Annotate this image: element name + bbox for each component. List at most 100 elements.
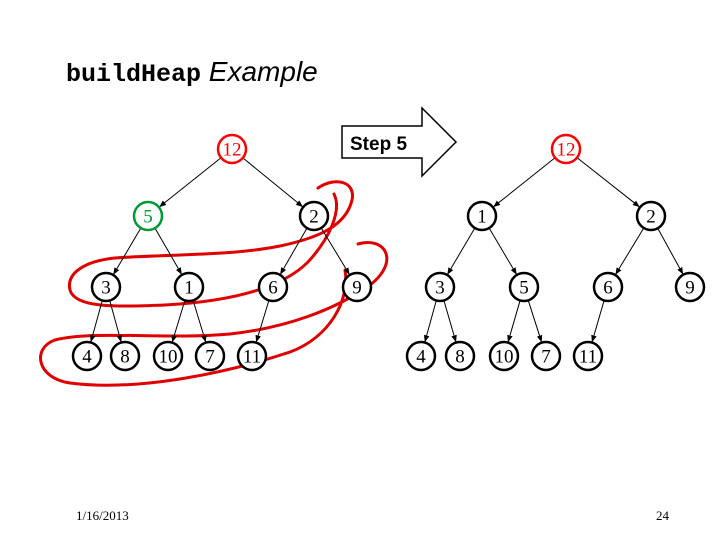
node-circle <box>71 340 103 372</box>
tree-after-node: 5 <box>508 271 540 303</box>
node-label: 12 <box>223 140 242 161</box>
node-label: 4 <box>82 347 92 368</box>
tree-before-node: 9 <box>341 271 373 303</box>
tree-after-edge <box>423 300 437 343</box>
tree-after-node: 10 <box>488 340 520 372</box>
tree-before-edge <box>113 227 142 275</box>
node-label: 2 <box>646 207 656 228</box>
node-circle <box>550 133 582 165</box>
footer-page-number: 24 <box>656 508 669 523</box>
tree-after-node: 4 <box>405 340 437 372</box>
node-label: 12 <box>557 140 576 161</box>
footer-date: 1/16/2013 <box>76 508 129 523</box>
tree-before-edge <box>154 227 182 275</box>
node-label: 10 <box>159 347 178 368</box>
node-circle <box>572 340 604 372</box>
tree-after-edge <box>443 300 457 343</box>
node-circle <box>592 271 624 303</box>
node-label: 7 <box>541 347 551 368</box>
node-circle <box>216 133 248 165</box>
title-rest: Example <box>201 56 318 87</box>
node-label: 5 <box>519 278 529 299</box>
tree-after-edge <box>488 227 517 275</box>
annotation-loop-level2 <box>68 180 354 308</box>
node-circle <box>405 340 437 372</box>
node-circle <box>508 271 540 303</box>
node-label: 4 <box>416 347 426 368</box>
node-label: 5 <box>143 207 153 228</box>
node-circle <box>530 340 562 372</box>
tree-before-node: 6 <box>257 271 289 303</box>
tree-before-edge <box>159 157 222 208</box>
node-circle <box>194 340 226 372</box>
tree-before-node: 12 <box>216 133 248 165</box>
node-label: 8 <box>120 347 130 368</box>
tree-after-edge <box>591 300 605 343</box>
tree-after-edge <box>447 227 476 275</box>
tree-after-edge <box>576 157 640 208</box>
node-circle <box>424 271 456 303</box>
node-label: 8 <box>455 347 465 368</box>
node-label: 3 <box>101 278 111 299</box>
tree-after-node: 3 <box>424 271 456 303</box>
tree-after-node: 9 <box>674 271 706 303</box>
node-label: 1 <box>184 278 194 299</box>
node-label: 9 <box>352 278 362 299</box>
tree-after-edge <box>527 300 543 343</box>
node-circle <box>488 340 520 372</box>
tree-before-node: 5 <box>132 200 164 232</box>
node-label: 7 <box>205 347 215 368</box>
tree-before-node: 7 <box>194 340 226 372</box>
step-arrow: Step 5 <box>341 106 458 178</box>
tree-before-node: 11 <box>236 340 268 372</box>
node-circle <box>173 271 205 303</box>
node-label: 11 <box>243 347 261 368</box>
tree-before-edge <box>171 300 186 343</box>
node-circle <box>132 200 164 232</box>
tree-before-edge <box>192 300 207 343</box>
tree-before-edge <box>242 157 303 207</box>
node-circle <box>236 340 268 372</box>
step-arrow-shape <box>341 106 458 178</box>
tree-after-edge <box>507 300 521 343</box>
tree-after-node: 2 <box>635 200 667 232</box>
tree-before-node: 8 <box>109 340 141 372</box>
tree-before-node: 3 <box>90 271 122 303</box>
node-circle <box>635 200 667 232</box>
node-label: 9 <box>685 278 695 299</box>
node-label: 6 <box>603 278 613 299</box>
tree-after-node: 7 <box>530 340 562 372</box>
tree-before-edge <box>89 300 103 343</box>
node-label: 1 <box>477 207 487 228</box>
tree-after-edge <box>657 228 684 275</box>
node-circle <box>152 340 184 372</box>
tree-before-node: 1 <box>173 271 205 303</box>
node-label: 11 <box>579 347 597 368</box>
tree-before: 12 5 2 3 1 6 9 4 8 10 7 11 <box>71 133 373 372</box>
tree-after-node: 12 <box>550 133 582 165</box>
slide-title: buildHeap Example <box>66 56 318 89</box>
node-circle <box>341 271 373 303</box>
node-label: 3 <box>435 278 445 299</box>
node-circle <box>109 340 141 372</box>
step-label: Step 5 <box>350 134 407 155</box>
tree-after-node: 8 <box>444 340 476 372</box>
tree-after-node: 11 <box>572 340 604 372</box>
node-circle <box>298 200 330 232</box>
tree-before-edge <box>109 300 123 343</box>
node-circle <box>90 271 122 303</box>
node-circle <box>674 271 706 303</box>
tree-before-node: 2 <box>298 200 330 232</box>
node-label: 10 <box>495 347 514 368</box>
tree-after-edge <box>493 157 556 208</box>
node-circle <box>466 200 498 232</box>
tree-after-node: 6 <box>592 271 624 303</box>
node-circle <box>444 340 476 372</box>
tree-before-edge <box>255 300 270 343</box>
node-circle <box>257 271 289 303</box>
node-label: 2 <box>309 207 319 228</box>
title-code: buildHeap <box>66 60 202 89</box>
tree-before-node: 4 <box>71 340 103 372</box>
